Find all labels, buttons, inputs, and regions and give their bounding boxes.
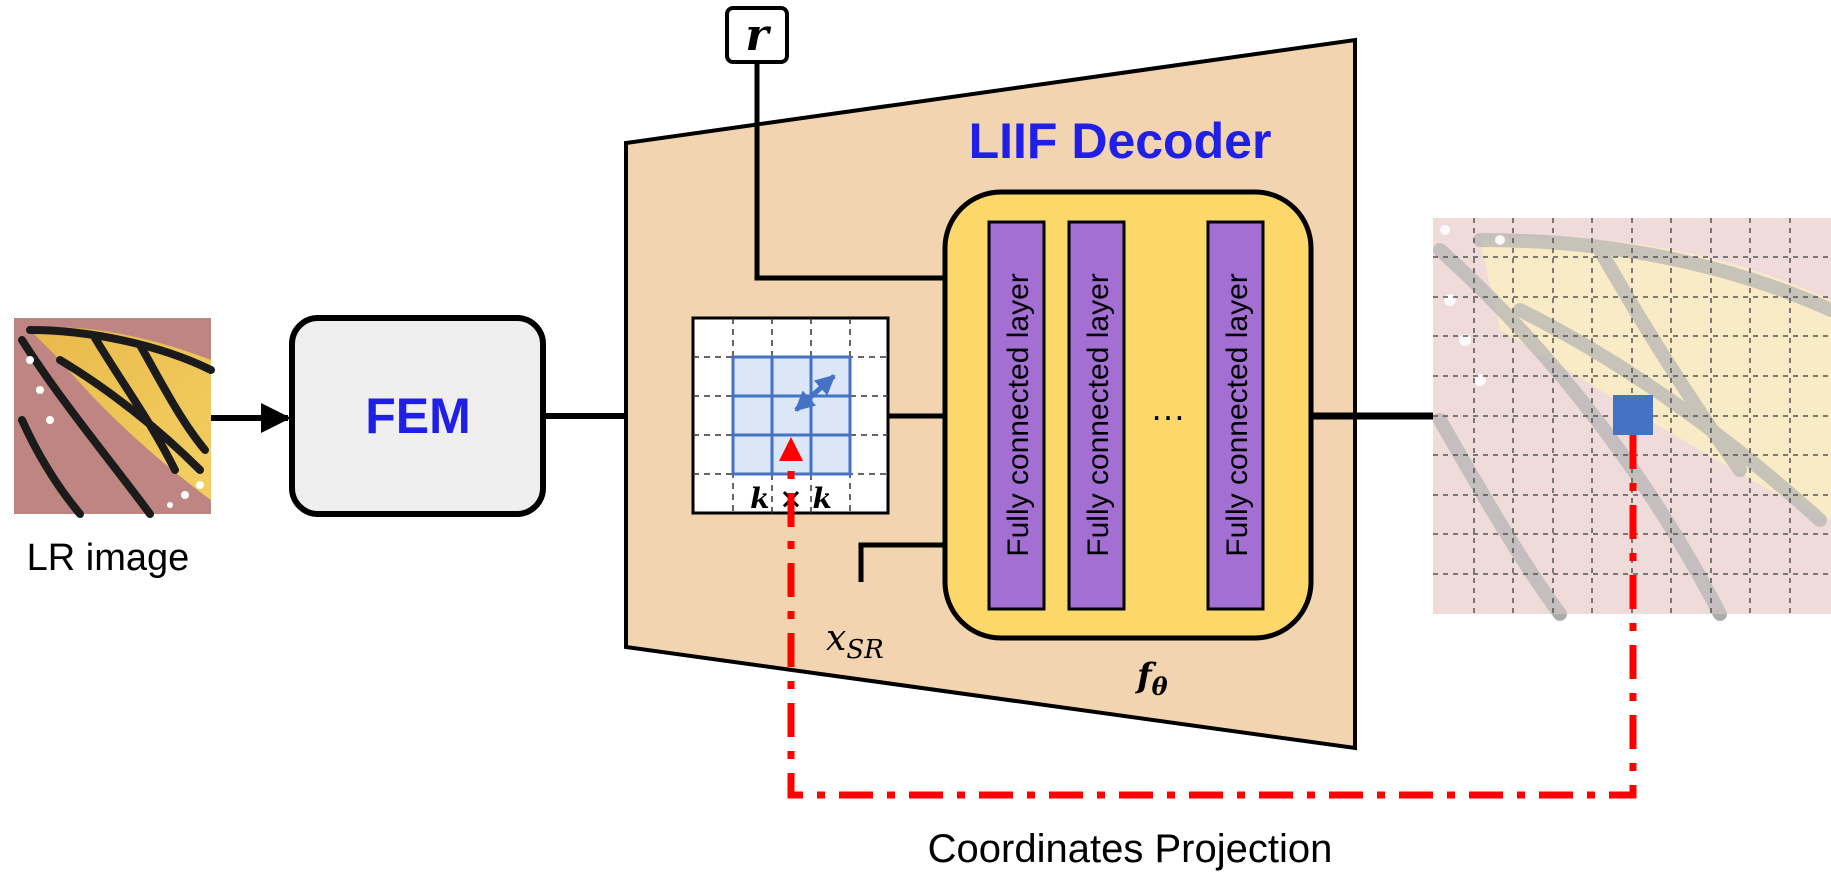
target-pixel bbox=[1613, 395, 1653, 435]
fc-layer-3: Fully connected layer bbox=[1206, 220, 1265, 611]
fc-layer-1: Fully connected layer bbox=[987, 220, 1046, 611]
coordinates-projection-path bbox=[787, 435, 1637, 799]
projection-arrowhead bbox=[779, 437, 803, 461]
r-input-label: r bbox=[745, 10, 771, 61]
arrow-xsr-to-mlp bbox=[858, 532, 983, 582]
arrow-r-to-mlp bbox=[754, 62, 981, 291]
lr-image bbox=[14, 318, 215, 518]
xsr-label: xSR bbox=[826, 618, 884, 665]
fc-layer-2: Fully connected layer bbox=[1067, 220, 1126, 611]
sr-output-image bbox=[1433, 218, 1831, 621]
fc-layer-label: Fully connected layer bbox=[1002, 273, 1035, 556]
lr-image-label: LR image bbox=[27, 537, 190, 579]
fem-label: FEM bbox=[365, 388, 471, 444]
fc-layer-label: Fully connected layer bbox=[1082, 273, 1115, 556]
f-theta-label: fθ bbox=[1135, 656, 1168, 701]
coordinates-projection-label: Coordinates Projection bbox=[928, 827, 1333, 871]
decoder-title: LIIF Decoder bbox=[969, 113, 1272, 169]
ellipsis-label: … bbox=[1150, 387, 1186, 428]
fc-layer-label: Fully connected layer bbox=[1221, 273, 1254, 556]
